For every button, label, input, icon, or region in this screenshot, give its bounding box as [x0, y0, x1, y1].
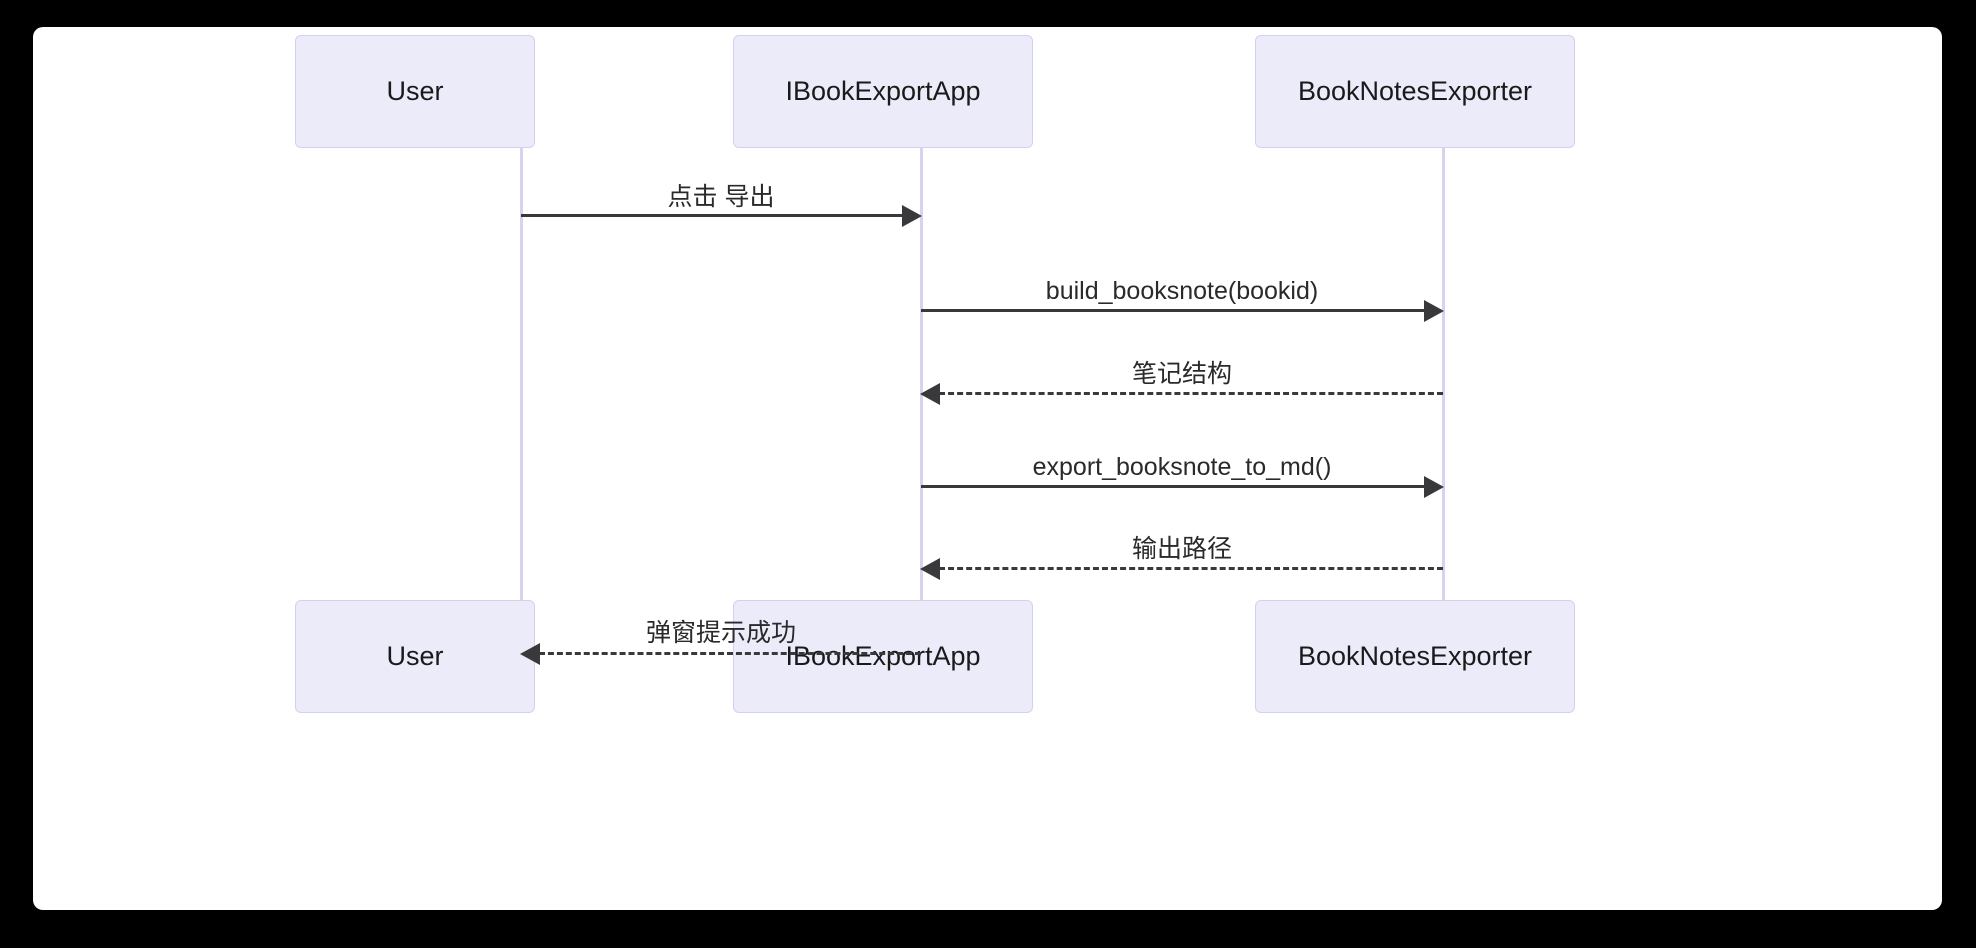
- participant-box-user-top[interactable]: User: [295, 35, 535, 148]
- message-label-6: 弹窗提示成功: [645, 619, 797, 647]
- participant-box-user-bottom[interactable]: User: [295, 600, 535, 713]
- message-line-6: [539, 652, 921, 655]
- message-line-2: [921, 309, 1425, 312]
- arrow-head-left-5: [920, 557, 940, 580]
- participant-label-user: User: [386, 641, 444, 671]
- lifeline-app: [919, 148, 923, 600]
- message-label-2: build_booksnote(bookid): [1045, 277, 1319, 305]
- message-label-4: export_booksnote_to_md(): [1032, 453, 1332, 481]
- message-label-5: 输出路径: [1131, 535, 1233, 563]
- arrow-head-right-4: [1424, 475, 1444, 498]
- message-line-1: [521, 214, 903, 217]
- arrow-head-left-3: [920, 382, 940, 405]
- participant-label-exporter: BookNotesExporter: [1297, 641, 1533, 671]
- message-line-3: [939, 392, 1443, 395]
- participant-label-app: IBookExportApp: [785, 76, 981, 106]
- participant-box-exporter-top[interactable]: BookNotesExporter: [1255, 35, 1575, 148]
- message-label-1: 点击 导出: [667, 183, 775, 211]
- participant-label-app: IBookExportApp: [785, 641, 981, 671]
- participant-box-app-top[interactable]: IBookExportApp: [733, 35, 1033, 148]
- participant-box-app-bottom[interactable]: IBookExportApp: [733, 600, 1033, 713]
- message-line-4: [921, 485, 1425, 488]
- message-line-5: [939, 567, 1443, 570]
- lifeline-exporter: [1441, 148, 1445, 600]
- participant-box-exporter-bottom[interactable]: BookNotesExporter: [1255, 600, 1575, 713]
- message-label-3: 笔记结构: [1131, 360, 1233, 388]
- arrow-head-right-2: [1424, 299, 1444, 322]
- participant-label-exporter: BookNotesExporter: [1297, 76, 1533, 106]
- arrow-head-left-6: [520, 642, 540, 665]
- arrow-head-right-1: [902, 204, 922, 227]
- lifeline-user: [519, 148, 523, 600]
- participant-label-user: User: [386, 76, 444, 106]
